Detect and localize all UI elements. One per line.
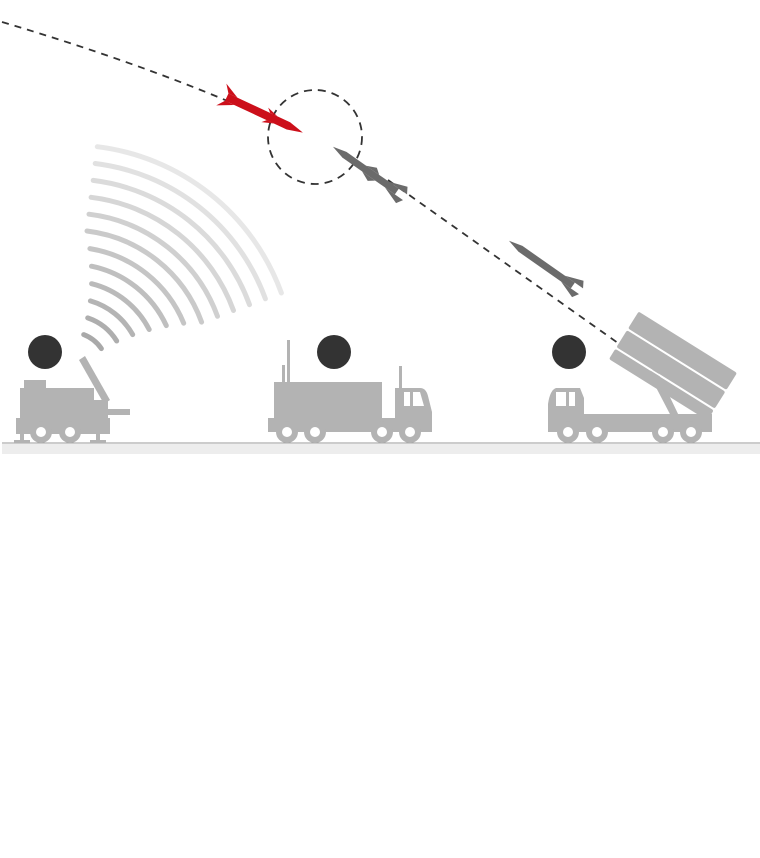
radar-wave-arc — [88, 194, 236, 313]
command-truck-window — [404, 392, 410, 406]
radar-wave-arc — [90, 177, 252, 308]
intercept-circle-icon — [267, 89, 363, 185]
radar-wave-arc — [85, 315, 120, 344]
radar-wave-arc — [92, 161, 268, 302]
control-badge — [317, 335, 351, 369]
radar-wave-arc — [89, 263, 169, 329]
radar-wave-arc — [81, 332, 104, 352]
interceptor-trajectory-line — [387, 179, 626, 349]
radar-wave-arc — [94, 144, 284, 296]
command-truck-window-front — [413, 392, 424, 406]
radar-badge — [28, 335, 62, 369]
launcher-badge — [552, 335, 586, 369]
incoming-missile-icon — [216, 83, 303, 133]
interceptor-missile-icon-lower — [508, 240, 584, 298]
radar-wave-arc — [86, 211, 220, 319]
incoming-trajectory-line — [1, 21, 231, 103]
radar-wave-arc — [84, 228, 205, 325]
ground-band — [2, 444, 760, 454]
missile-launcher-truck-icon — [548, 312, 737, 443]
radar-truck-icon — [14, 356, 130, 443]
command-truck-icon — [268, 340, 432, 443]
radar-wave-arc — [87, 246, 187, 326]
launcher-truck-window — [556, 392, 566, 406]
radar-wave-arc — [89, 281, 152, 332]
interceptor-missile-icon-upper — [332, 146, 408, 204]
radar-waves — [81, 144, 284, 352]
radar-wave-arc — [87, 298, 136, 338]
launcher-truck-window-rear — [569, 392, 575, 406]
launcher-canister-seams — [615, 328, 727, 411]
